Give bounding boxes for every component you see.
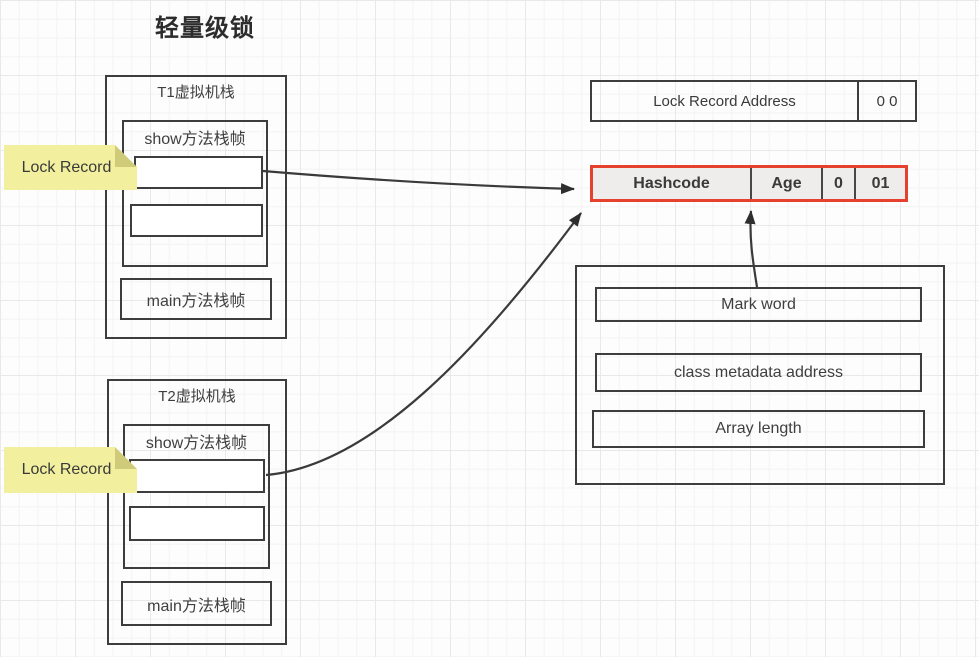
arrow-t1-lock-record-to-mark-word — [262, 169, 575, 195]
t1-show-frame-box: show方法栈帧 — [122, 120, 268, 267]
class-metadata-address-label: class metadata address — [674, 363, 843, 381]
t2-vm-stack-box: T2虚拟机栈 — [107, 379, 287, 645]
page-title: 轻量级锁 — [155, 15, 255, 42]
mark-word-row: Hashcode Age 0 01 — [590, 165, 908, 202]
t1-empty-slot — [130, 204, 263, 237]
t1-lock-record-note: Lock Record — [4, 145, 137, 190]
t1-lock-record-note-label: Lock Record — [21, 158, 112, 176]
t1-main-frame-label: main方法栈帧 — [146, 293, 246, 310]
t2-lock-record-note-label: Lock Record — [21, 461, 112, 478]
class-metadata-address-box: class metadata address — [595, 353, 922, 392]
t2-empty-slot — [129, 506, 265, 541]
array-length-box: Array length — [592, 410, 925, 448]
t2-main-frame-label: main方法栈帧 — [147, 597, 246, 615]
t1-show-frame-label: show方法栈帧 — [144, 131, 246, 148]
mark-word-cell-hashcode: Hashcode — [593, 168, 750, 199]
lock-record-address-box: Lock Record Address 0 0 — [590, 80, 917, 122]
mark-word-cell-age: Age — [750, 168, 821, 199]
lock-record-address-bits: 0 0 — [857, 82, 915, 120]
t2-vm-stack-label: T2虚拟机栈 — [158, 388, 236, 405]
t1-main-frame-box: main方法栈帧 — [120, 278, 272, 320]
mark-word-cell-lockbits: 01 — [854, 168, 905, 199]
mark-word-box: Mark word — [595, 287, 922, 322]
lock-record-address-label: Lock Record Address — [653, 92, 796, 110]
mark-word-label: Mark word — [721, 295, 796, 313]
t2-show-frame-label: show方法栈帧 — [145, 435, 248, 452]
t2-show-frame-box: show方法栈帧 — [123, 424, 270, 569]
t2-main-frame-box: main方法栈帧 — [121, 581, 272, 626]
mark-word-cell-bias: 0 — [821, 168, 854, 199]
t2-lock-record-note: Lock Record — [4, 447, 137, 493]
arrow-t2-lock-record-to-mark-word — [265, 212, 582, 477]
array-length-label: Array length — [715, 420, 802, 437]
t1-vm-stack-label: T1虚拟机栈 — [157, 84, 235, 101]
t1-vm-stack-box: T1虚拟机栈 — [105, 75, 287, 339]
t2-lock-record-slot — [129, 459, 265, 493]
t1-lock-record-slot — [134, 156, 263, 189]
